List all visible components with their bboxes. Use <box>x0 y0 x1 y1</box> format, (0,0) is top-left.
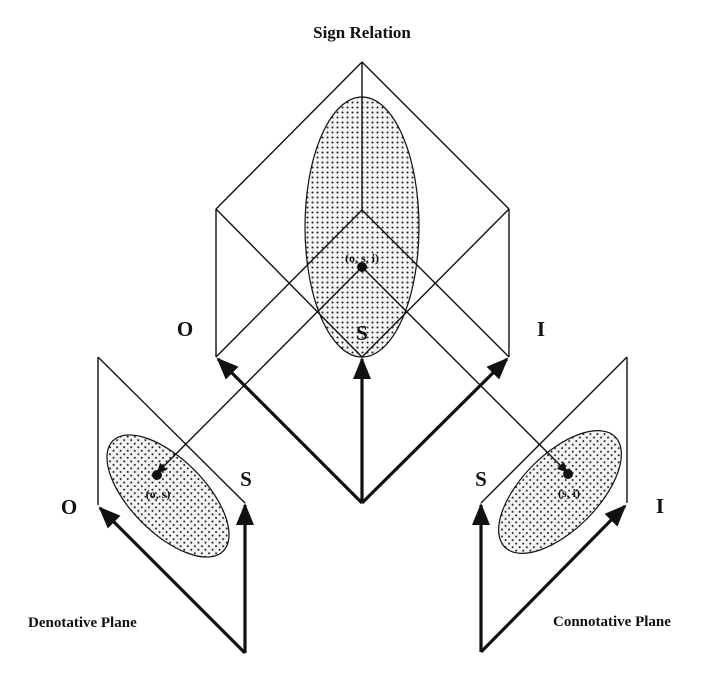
triadic-point-label: (o, s, i) <box>345 251 379 265</box>
object-axis-label: O <box>177 317 193 341</box>
denotative-point-label: (o, s) <box>146 487 171 501</box>
projection-to-connotative <box>361 266 568 473</box>
denotative-object-label: O <box>61 495 77 519</box>
diagram-title: Sign Relation <box>313 23 411 42</box>
cube-edge <box>361 209 510 358</box>
interpretant-axis-arrow <box>360 357 509 505</box>
connotative-plane <box>472 356 628 654</box>
interpretant-axis-arrow <box>479 504 627 654</box>
connotative-interpretant-label: I <box>656 494 664 518</box>
connotative-plane-label: Connotative Plane <box>553 614 671 630</box>
object-axis-arrow <box>98 506 247 655</box>
denotative-plane-label: Denotative Plane <box>28 615 137 631</box>
sign-relation-cube <box>215 61 510 358</box>
triadic-point <box>357 262 367 272</box>
triadic-axes <box>216 357 509 505</box>
denotative-sign-label: S <box>240 467 252 491</box>
cube-edge <box>215 61 363 210</box>
denotative-ellipse <box>106 434 230 558</box>
cube-edge <box>215 209 363 358</box>
projection-to-denotative <box>156 266 363 474</box>
sign-axis-label: S <box>356 321 368 345</box>
object-axis-arrow <box>216 357 364 505</box>
denotative-plane <box>97 356 254 655</box>
denotative-point <box>152 470 162 480</box>
connotative-ellipse <box>498 430 622 554</box>
interpretant-axis-label: I <box>537 317 545 341</box>
connotative-point <box>563 469 573 479</box>
plane-edge <box>480 356 628 504</box>
plane-edge <box>97 356 246 504</box>
cube-edge <box>361 61 510 210</box>
connotative-point-label: (s, i) <box>558 486 580 500</box>
connotative-sign-label: S <box>475 467 487 491</box>
